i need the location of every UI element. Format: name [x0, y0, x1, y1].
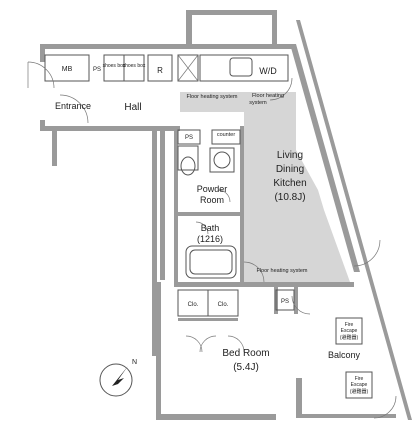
mb-label: MB	[62, 66, 73, 73]
living-area-label: (10.8J)	[274, 192, 305, 203]
bedroom-label: Bed Room	[222, 348, 269, 359]
washbasin	[213, 151, 231, 169]
pantry-box	[177, 54, 199, 82]
closet-1-label: Clo.	[188, 302, 199, 308]
floor-heating-area-hall	[180, 92, 244, 112]
bath-size-label: (1216)	[197, 234, 223, 244]
compass-north-label: N	[132, 359, 137, 366]
washbasin-outline	[209, 147, 235, 173]
refrigerator-box	[147, 54, 173, 82]
shoes-box-2-label: shoes box	[123, 63, 146, 69]
counter-label: counter	[217, 132, 236, 138]
balcony-label: Balcony	[328, 350, 361, 360]
bath-label: Bath	[201, 223, 220, 233]
closet-2	[207, 289, 239, 317]
powder-room-label-line2: Room	[200, 195, 224, 205]
powder-room-label-line1: Powder	[197, 184, 228, 194]
living-label-line3: Kitchen	[273, 178, 306, 189]
toilet-bowl	[180, 156, 196, 176]
toilet-outline	[177, 145, 199, 171]
floor-heating-label-3: Floor heating system	[256, 268, 307, 274]
fire-escape-1-line2: Escape	[341, 328, 358, 334]
compass-circle	[99, 363, 133, 397]
counter-box	[211, 129, 241, 145]
fire-escape-1-box	[335, 317, 363, 345]
floor-heating-area-kitchen-top	[244, 92, 296, 112]
kitchen-counter	[199, 54, 289, 82]
shoes-box-1-label: shoes box	[103, 63, 126, 69]
living-label-line1: Living	[277, 150, 303, 161]
living-label-line2: Dining	[276, 164, 304, 175]
doors	[27, 61, 397, 419]
fire-escape-2-line3: (避難器)	[350, 388, 369, 395]
compass: N	[99, 359, 137, 397]
floor-heating-label-2b: system	[249, 100, 267, 106]
walls	[40, 10, 412, 420]
floor-heating-area-living	[244, 112, 350, 282]
room-labels: MB PS shoes box shoes box R W/D Entrance…	[55, 63, 369, 395]
ps-box	[177, 129, 201, 145]
ps-top-label: PS	[93, 67, 101, 73]
fire-escape-2-box	[345, 371, 373, 399]
ps-bottom-box	[275, 289, 295, 311]
bedroom-area-label: (5.4J)	[233, 362, 259, 373]
hall-label: Hall	[124, 102, 141, 113]
floor-heating-label-2a: Floor heating	[252, 93, 284, 99]
floor-heating-label-1: Floor heating system	[186, 94, 237, 100]
bathtub	[185, 245, 237, 279]
ps-mid-label: PS	[185, 135, 193, 141]
fire-escape-1-line1: Fire	[345, 322, 354, 328]
ps-bottom-label: PS	[281, 299, 289, 305]
refrigerator-label: R	[157, 66, 163, 75]
fire-escape-1-line3: (避難器)	[340, 334, 359, 341]
closet-2-label: Clo.	[218, 302, 229, 308]
washer-dryer-label: W/D	[259, 66, 277, 76]
fire-escape-2-line1: Fire	[355, 376, 364, 382]
fire-escape-2-line2: Escape	[351, 382, 368, 388]
entrance-label: Entrance	[55, 101, 91, 111]
north-arrow-icon	[106, 366, 128, 396]
kitchen-sink	[229, 57, 253, 77]
